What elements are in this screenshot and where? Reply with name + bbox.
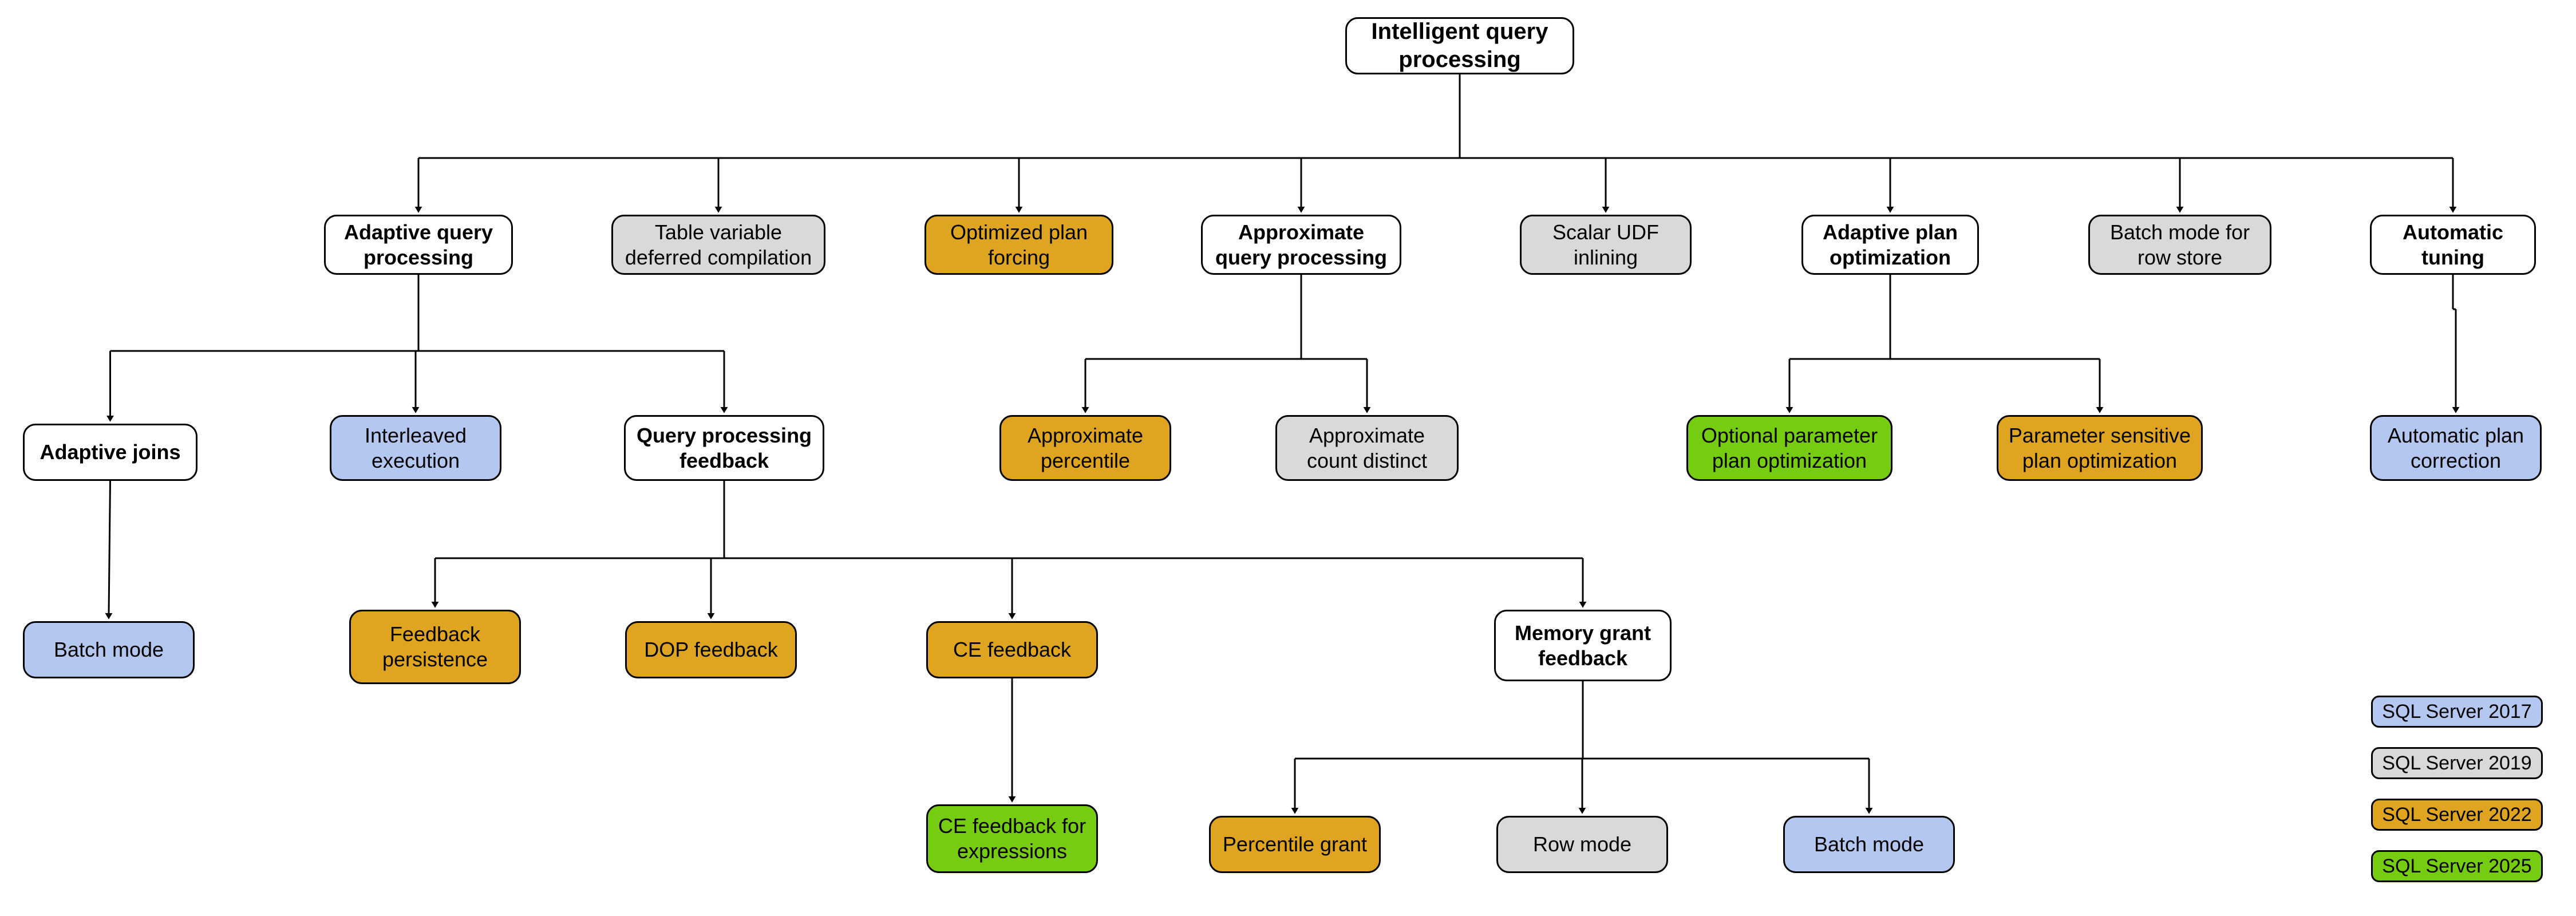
node-label: Adaptive plan optimization xyxy=(1822,220,1958,269)
node-label: CE feedback xyxy=(953,638,1072,662)
node-label: Batch mode for row store xyxy=(2109,220,2250,269)
node-feedbackpers[interactable]: Feedback persistence xyxy=(349,610,521,684)
node-pctgrant[interactable]: Percentile grant xyxy=(1209,816,1381,873)
node-label: Row mode xyxy=(1532,832,1632,856)
legend-item-label: SQL Server 2022 xyxy=(2382,803,2532,826)
node-qpfeedback[interactable]: Query processing feedback xyxy=(624,415,824,481)
node-label: Memory grant feedback xyxy=(1514,621,1652,670)
node-label: Percentile grant xyxy=(1222,832,1368,856)
legend-item-sql-server-2019: SQL Server 2019 xyxy=(2371,747,2543,779)
node-label: Adaptive query processing xyxy=(343,220,493,269)
node-bmrs[interactable]: Batch mode for row store xyxy=(2088,215,2271,275)
node-label: Batch mode xyxy=(1814,832,1925,856)
node-approxpct[interactable]: Approximate percentile xyxy=(999,415,1171,481)
node-label: Table variable deferred compilation xyxy=(625,220,812,269)
node-iqp[interactable]: Intelligent query processing xyxy=(1345,17,1574,74)
node-apo[interactable]: Adaptive plan optimization xyxy=(1801,215,1979,275)
node-rowmode[interactable]: Row mode xyxy=(1496,816,1668,873)
node-pspo[interactable]: Parameter sensitive plan optimization xyxy=(1997,415,2203,481)
node-opf[interactable]: Optimized plan forcing xyxy=(924,215,1113,275)
node-label: Automatic tuning xyxy=(2402,220,2503,269)
node-aqp[interactable]: Adaptive query processing xyxy=(324,215,513,275)
node-label: Scalar UDF inlining xyxy=(1552,220,1660,269)
node-label: Approximate percentile xyxy=(1027,423,1144,472)
node-label: Interleaved execution xyxy=(364,423,467,472)
legend-item-label: SQL Server 2017 xyxy=(2382,700,2532,722)
legend-item-label: SQL Server 2025 xyxy=(2382,855,2532,877)
node-interleaved[interactable]: Interleaved execution xyxy=(330,415,501,481)
node-label: Optimized plan forcing xyxy=(950,220,1088,269)
node-oppo[interactable]: Optional parameter plan optimization xyxy=(1686,415,1893,481)
node-approxqp[interactable]: Approximate query processing xyxy=(1201,215,1401,275)
node-label: Intelligent query processing xyxy=(1371,19,1548,72)
node-label: Automatic plan correction xyxy=(2387,423,2524,472)
node-memgrant[interactable]: Memory grant feedback xyxy=(1494,610,1672,681)
node-label: Query processing feedback xyxy=(636,423,812,472)
node-scalarudf[interactable]: Scalar UDF inlining xyxy=(1520,215,1692,275)
node-autotune[interactable]: Automatic tuning xyxy=(2370,215,2536,275)
legend-item-sql-server-2025: SQL Server 2025 xyxy=(2371,850,2543,882)
node-tvdc[interactable]: Table variable deferred compilation xyxy=(611,215,825,275)
node-apc[interactable]: Automatic plan correction xyxy=(2370,415,2542,481)
node-batchmode2[interactable]: Batch mode xyxy=(1783,816,1955,873)
legend-item-label: SQL Server 2019 xyxy=(2382,752,2532,774)
node-cefeedbackexpr[interactable]: CE feedback for expressions xyxy=(926,804,1098,873)
node-approxcd[interactable]: Approximate count distinct xyxy=(1275,415,1459,481)
node-label: DOP feedback xyxy=(644,638,778,662)
node-label: Optional parameter plan optimization xyxy=(1701,423,1878,472)
node-label: Approximate count distinct xyxy=(1306,423,1428,472)
legend-item-sql-server-2017: SQL Server 2017 xyxy=(2371,696,2543,728)
node-batchmode1[interactable]: Batch mode xyxy=(23,621,195,678)
node-label: Batch mode xyxy=(53,638,164,662)
node-label: Parameter sensitive plan optimization xyxy=(2008,423,2191,472)
node-label: Approximate query processing xyxy=(1215,220,1388,269)
legend-item-sql-server-2022: SQL Server 2022 xyxy=(2371,799,2543,831)
node-cefeedback[interactable]: CE feedback xyxy=(926,621,1098,678)
node-label: CE feedback for expressions xyxy=(938,814,1086,863)
node-adaptivejoins[interactable]: Adaptive joins xyxy=(23,424,197,481)
node-label: Feedback persistence xyxy=(382,622,488,671)
node-dopfeedback[interactable]: DOP feedback xyxy=(625,621,797,678)
node-label: Adaptive joins xyxy=(39,440,181,464)
